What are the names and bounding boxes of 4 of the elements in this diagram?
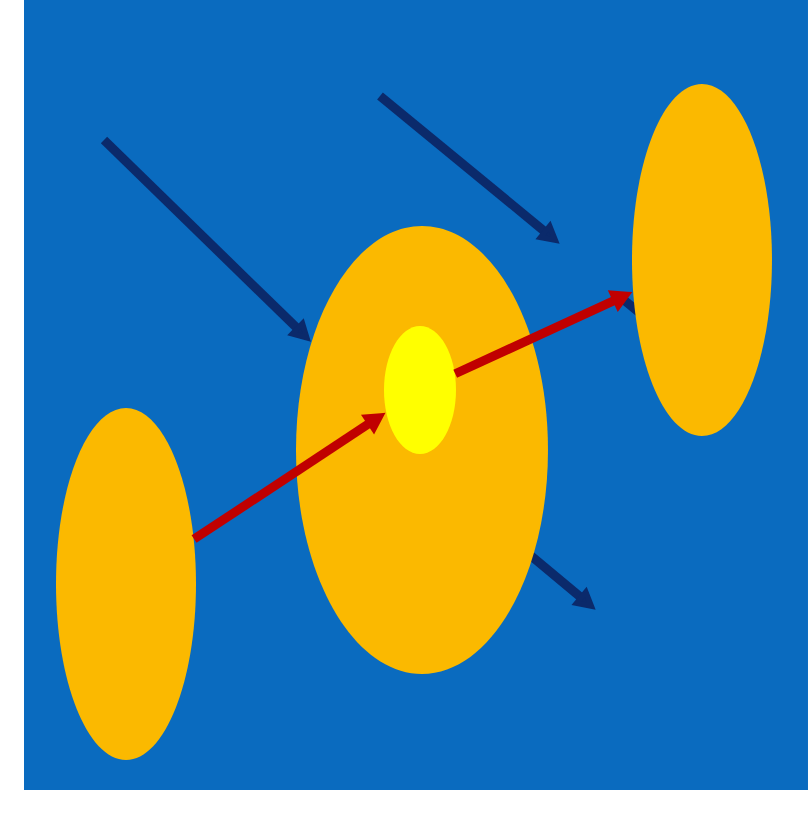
ellipse-shape [384,326,456,454]
ellipse-shape [632,84,772,436]
ellipse-shape [296,226,548,674]
ellipse-shape [56,408,196,760]
